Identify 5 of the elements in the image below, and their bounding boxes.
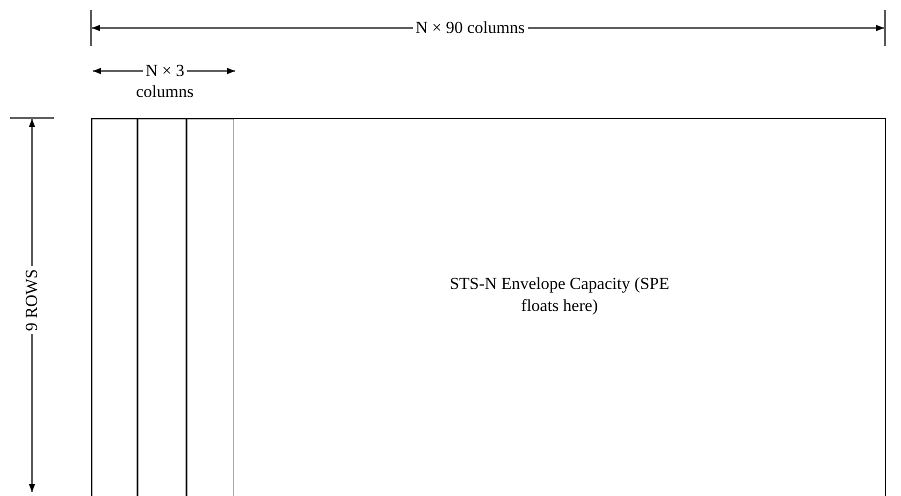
dimension-label: columns [135, 82, 195, 102]
column-strip [137, 118, 187, 496]
column-strip [91, 118, 138, 496]
area-label: STS-N Envelope Capacity (SPE floats here) [448, 273, 670, 317]
column-strip [186, 118, 235, 496]
